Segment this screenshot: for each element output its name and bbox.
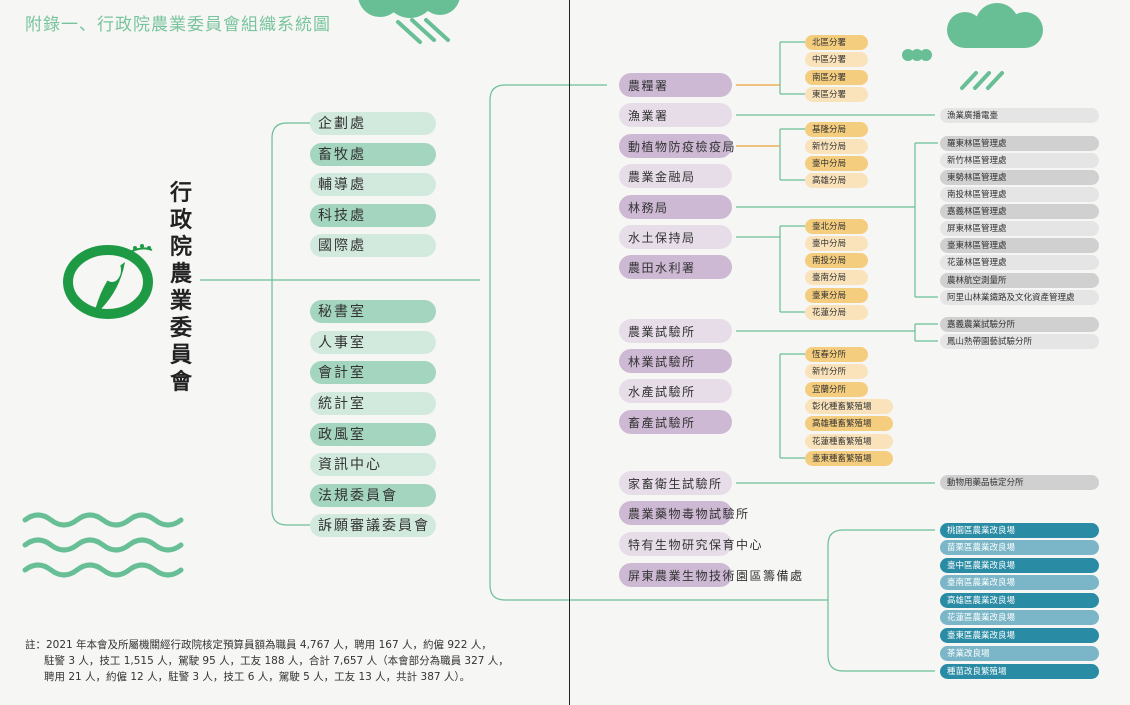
- agency-pill: 水產試驗所: [619, 379, 732, 403]
- agency-pill: 農田水利署: [619, 255, 732, 279]
- improvement-station-pill: 臺南區農業改良場: [940, 574, 1099, 590]
- branch-pill: 高雄分局: [805, 172, 868, 188]
- sub-unit-pill: 阿里山林業鐵路及文化資產管理處: [940, 289, 1099, 305]
- sub-unit-pill: 嘉義林區管理處: [940, 203, 1099, 219]
- footnote: 註：2021 年本會及所屬機關經行政院核定預算員額為職員 4,767 人，聘用 …: [25, 637, 509, 685]
- agency-pill: 水土保持局: [619, 225, 732, 249]
- internal-unit-pill: 統計室: [310, 391, 436, 415]
- internal-unit-pill: 科技處: [310, 203, 436, 227]
- internal-unit-pill: 資訊中心: [310, 452, 436, 476]
- note-line: 聘用 21 人，約僱 12 人，駐警 3 人，技工 6 人，駕駛 5 人，工友 …: [44, 671, 471, 683]
- sub-unit-pill: 嘉義農業試驗分所: [940, 316, 1099, 332]
- sub-unit-pill: 屏東林區管理處: [940, 220, 1099, 236]
- agency-pill: 漁業署: [619, 103, 732, 127]
- branch-pill: 北區分署: [805, 34, 868, 50]
- wave-decoration: [22, 512, 184, 578]
- sub-unit-pill: 南投林區管理處: [940, 186, 1099, 202]
- branch-pill: 宜蘭分所: [805, 381, 868, 397]
- note-line: 駐警 3 人，技工 1,515 人，駕駛 95 人，工友 188 人，合計 7,…: [44, 655, 509, 667]
- improvement-station-pill: 高雄區農業改良場: [940, 592, 1099, 608]
- branch-pill: 彰化種畜繁殖場: [805, 398, 893, 414]
- branch-pill: 東區分署: [805, 86, 868, 102]
- internal-unit-pill: 人事室: [310, 330, 436, 354]
- coa-logo: [63, 244, 153, 319]
- agency-pill: 屏東農業生物技術園區籌備處: [619, 563, 802, 587]
- sub-unit-pill: 臺東林區管理處: [940, 237, 1099, 253]
- sub-unit-pill: 花蓮林區管理處: [940, 254, 1099, 270]
- agency-pill: 動植物防疫檢疫局: [619, 134, 735, 158]
- agency-pill: 農糧署: [619, 73, 732, 97]
- sub-unit-pill: 羅東林區管理處: [940, 135, 1099, 151]
- agency-pill: 畜產試驗所: [619, 410, 732, 434]
- improvement-station-pill: 桃園區農業改良場: [940, 522, 1099, 538]
- internal-unit-pill: 會計室: [310, 360, 436, 384]
- branch-pill: 高雄種畜繁殖場: [805, 415, 893, 431]
- agency-pill: 農業試驗所: [619, 319, 732, 343]
- improvement-station-pill: 種苗改良繁殖場: [940, 663, 1099, 679]
- improvement-station-pill: 茶業改良場: [940, 645, 1099, 661]
- branch-pill: 新竹分所: [805, 363, 868, 379]
- agency-pill: 農業金融局: [619, 164, 732, 188]
- internal-unit-pill: 法規委員會: [310, 483, 436, 507]
- sub-unit-pill: 新竹林區管理處: [940, 152, 1099, 168]
- agency-pill: 農業藥物毒物試驗所: [619, 501, 748, 525]
- sub-unit-pill: 東勢林區管理處: [940, 169, 1099, 185]
- internal-unit-pill: 訴願審議委員會: [310, 513, 436, 537]
- improvement-station-pill: 臺東區農業改良場: [940, 627, 1099, 643]
- improvement-station-pill: 苗栗區農業改良場: [940, 539, 1099, 555]
- branch-pill: 臺中分局: [805, 235, 868, 251]
- sub-unit-pill: 漁業廣播電臺: [940, 107, 1099, 123]
- branch-pill: 南投分局: [805, 252, 868, 268]
- internal-unit-pill: 畜牧處: [310, 142, 436, 166]
- improvement-station-pill: 花蓮區農業改良場: [940, 609, 1099, 625]
- note-line: 註：2021 年本會及所屬機關經行政院核定預算員額為職員 4,767 人，聘用 …: [25, 639, 492, 651]
- internal-unit-pill: 輔導處: [310, 172, 436, 196]
- branch-pill: 臺中分局: [805, 155, 868, 171]
- branch-pill: 臺北分局: [805, 218, 868, 234]
- branch-pill: 中區分署: [805, 51, 868, 67]
- cloud-icon: [358, 0, 1043, 61]
- sub-unit-pill: 鳳山熱帶園藝試驗分所: [940, 333, 1099, 349]
- agency-pill: 林業試驗所: [619, 349, 732, 373]
- internal-unit-pill: 政風室: [310, 422, 436, 446]
- branch-pill: 臺東分局: [805, 287, 868, 303]
- branch-pill: 臺東種畜繁殖場: [805, 450, 893, 466]
- branch-pill: 南區分署: [805, 69, 868, 85]
- organization-name: 行政院農業委員會: [169, 181, 192, 395]
- branch-pill: 恆春分所: [805, 346, 868, 362]
- agency-pill: 家畜衛生試驗所: [619, 471, 732, 495]
- internal-unit-pill: 秘書室: [310, 299, 436, 323]
- branch-pill: 臺南分局: [805, 269, 868, 285]
- agency-pill: 林務局: [619, 195, 732, 219]
- branch-pill: 基隆分局: [805, 121, 868, 137]
- branch-pill: 新竹分局: [805, 138, 868, 154]
- agency-pill: 特有生物研究保育中心: [619, 532, 762, 556]
- internal-unit-pill: 國際處: [310, 233, 436, 257]
- branch-pill: 花蓮種畜繁殖場: [805, 433, 893, 449]
- sub-unit-pill: 農林航空測量所: [940, 272, 1099, 288]
- page-title: 附錄一、行政院農業委員會組織系統圖: [25, 15, 331, 35]
- branch-pill: 花蓮分局: [805, 304, 868, 320]
- rain-icon: [396, 18, 1004, 90]
- page-divider: [569, 0, 570, 705]
- improvement-station-pill: 臺中區農業改良場: [940, 557, 1099, 573]
- internal-unit-pill: 企劃處: [310, 111, 436, 135]
- sub-unit-pill: 動物用藥品檢定分所: [940, 474, 1099, 490]
